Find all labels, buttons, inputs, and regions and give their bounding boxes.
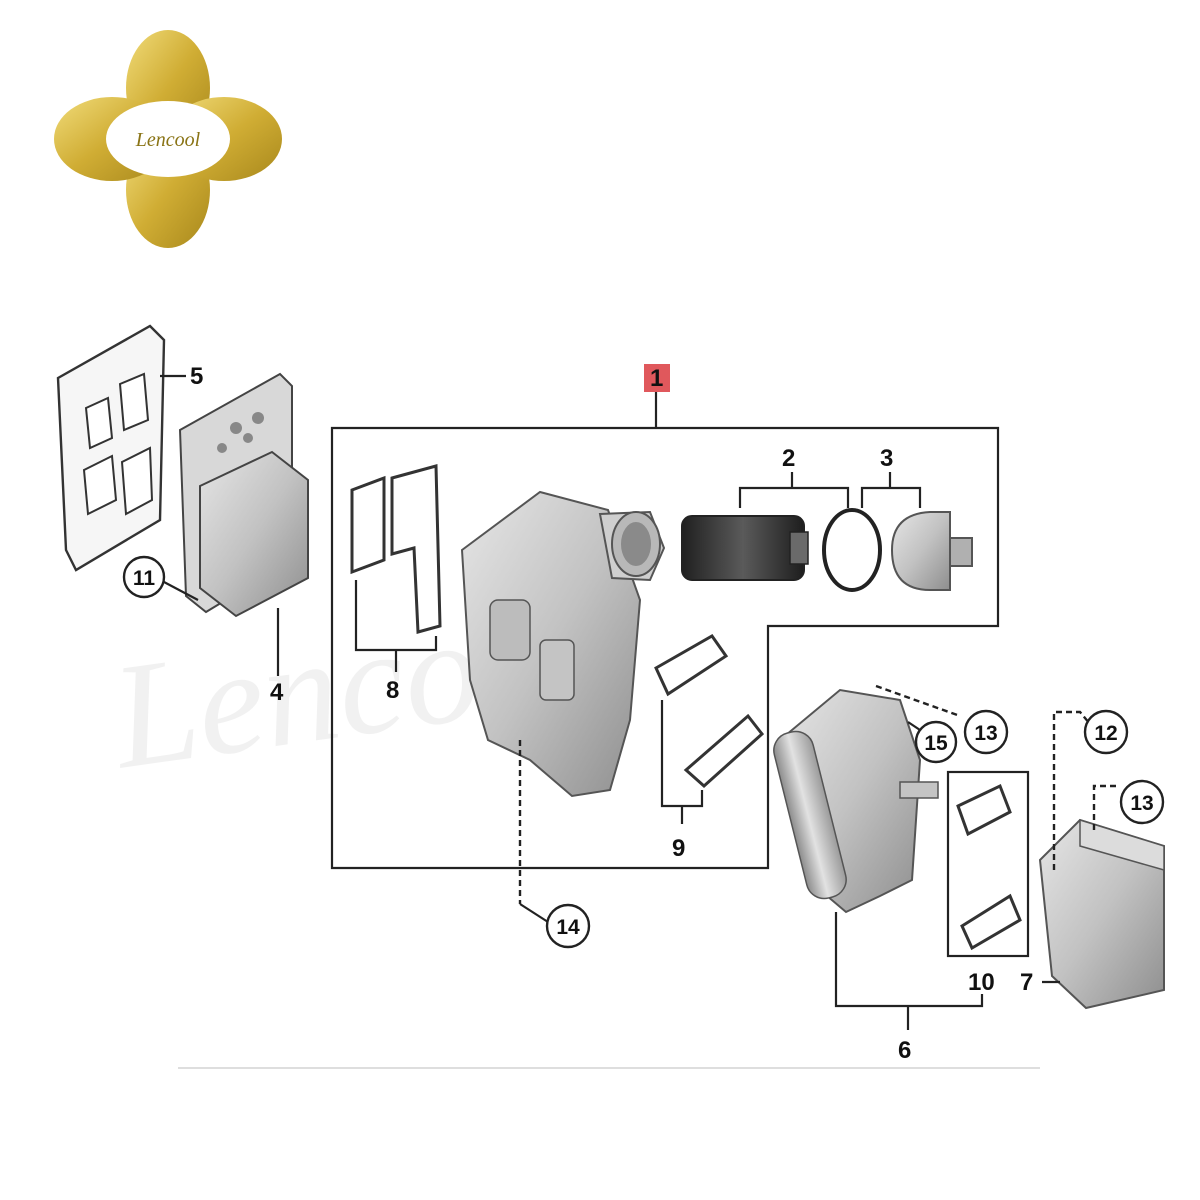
part-1-filter-housing [460, 490, 666, 798]
logo-text: Lencool [135, 129, 201, 151]
callout-13a-circle [963, 709, 1009, 755]
part-5-gasket [56, 324, 166, 572]
logo-flower-icon [54, 30, 282, 248]
part-2-filter-element [681, 515, 809, 581]
callout-13-upper: 13 [974, 722, 997, 745]
label-1: 1 [650, 365, 663, 392]
brand-logo: Lencool [54, 30, 282, 248]
part-3-filter-cap [890, 511, 973, 591]
callout-15-circle [914, 720, 958, 764]
callout-14: 14 [556, 916, 580, 939]
part-4-oil-cooler [178, 372, 309, 618]
callout-15: 15 [924, 732, 948, 755]
label-2: 2 [782, 445, 795, 472]
callout-13-lower: 13 [1130, 792, 1153, 815]
label-9: 9 [672, 835, 685, 862]
part-7-cooler [1038, 818, 1165, 1010]
callout-13b-circle [1119, 779, 1165, 825]
part-10-gaskets [956, 783, 1022, 951]
part-10-frame [946, 770, 1030, 958]
o-ring [822, 508, 882, 592]
label-5: 5 [190, 363, 203, 390]
assembly-frame [330, 426, 1000, 870]
callout-11-circle [122, 555, 166, 599]
callout-11: 11 [133, 567, 156, 590]
label-1-badge [644, 364, 670, 392]
part-8-gasket [350, 464, 442, 634]
label-10: 10 [968, 969, 995, 996]
part-6-housing [773, 688, 939, 914]
label-4: 4 [270, 679, 284, 706]
label-3: 3 [880, 445, 893, 472]
label-7: 7 [1020, 969, 1033, 996]
callout-14-circle [545, 903, 591, 949]
label-6: 6 [898, 1037, 911, 1064]
label-8: 8 [386, 677, 399, 704]
callout-12-circle [1083, 709, 1129, 755]
part-9-gaskets [654, 634, 765, 789]
callout-12: 12 [1094, 722, 1117, 745]
